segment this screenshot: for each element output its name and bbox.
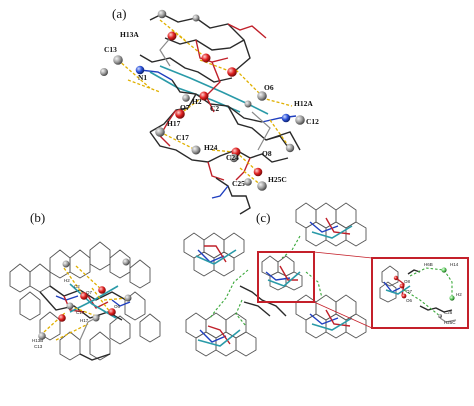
oxygen-atom	[80, 292, 88, 300]
oxygen-atom	[199, 91, 209, 101]
panel-c: (c)	[183, 202, 469, 357]
atom-label-c13: C13	[104, 45, 117, 54]
carbon-atom	[157, 9, 167, 19]
oxygen-atom	[393, 275, 399, 281]
panel-c-cluster-top-left	[183, 232, 245, 277]
carbon-atom	[192, 14, 200, 22]
atom-label-h24: H24	[204, 143, 218, 152]
carbon-atom	[100, 68, 108, 76]
panel-a-label: (a)	[112, 6, 126, 21]
panel-b-label: (b)	[30, 210, 45, 225]
atom-label-h25c: H25C	[268, 175, 287, 184]
panel-b: (b)	[9, 210, 161, 361]
oxygen-atom	[98, 286, 106, 294]
inset-label-o8: O8	[404, 279, 411, 284]
atom-label-o7: O7	[86, 290, 93, 295]
atom-label-h17: H17	[80, 318, 89, 323]
carbon-atom	[229, 153, 239, 163]
carbon-atom	[244, 100, 252, 108]
carbon-atom	[122, 258, 130, 266]
carbon-atom	[438, 314, 442, 318]
carbon-atom	[257, 91, 267, 101]
panel-b-atom-labels: H2 C2 O7 C17 H17 O6 H13B C13	[32, 278, 121, 349]
atom-label-h12a: H12A	[294, 99, 313, 108]
carbon-atom	[285, 143, 295, 153]
hydrogen-atom	[441, 267, 447, 273]
atom-label-o6: O6	[114, 304, 121, 309]
carbon-atom	[257, 181, 267, 191]
zoom-connector-top	[313, 251, 373, 259]
atom-label-h13b: H13B	[32, 338, 43, 343]
panel-b-atoms	[38, 258, 132, 340]
carbon-atom	[244, 178, 252, 186]
panel-b-ring-network	[9, 241, 161, 361]
inset-label-c25: C25	[444, 310, 453, 315]
zoom-region-frame	[257, 251, 315, 303]
atom-label-c17: C17	[176, 133, 189, 142]
zoom-connector-bottom	[313, 301, 373, 329]
carbon-atom	[62, 260, 70, 268]
atom-label-c2: C2	[210, 104, 219, 113]
panel-c-label: (c)	[256, 210, 270, 225]
panel-c-hydrogen-bond-chains	[209, 235, 323, 327]
atom-label-o8: O8	[262, 149, 272, 158]
atom-label-h2: H2	[64, 278, 70, 283]
oxygen-atom	[253, 167, 263, 177]
oxygen-atom	[175, 109, 185, 119]
panel-b-hydrogen-bonds	[43, 265, 129, 341]
panel-a-atom-labels: H13A C13 N1 O6 H2 O7 C2 H12A C12 H17 C17…	[104, 30, 319, 188]
carbon-atom	[113, 55, 123, 65]
panel-c-cluster-center	[239, 255, 303, 317]
nitrogen-atom	[135, 65, 145, 75]
atom-label-h13a: H13A	[120, 30, 139, 39]
panel-a: (a)	[100, 6, 319, 215]
panel-c-cluster-bottom-left	[185, 312, 257, 357]
inset-label-o7: O7	[406, 289, 413, 294]
atom-label-o6: O6	[264, 83, 274, 92]
carbon-atom	[38, 332, 46, 340]
atom-label-c12: C12	[306, 117, 319, 126]
atom-label-h17: H17	[167, 119, 181, 128]
panel-a-hydrogen-bonds	[117, 19, 293, 187]
inset-label-h6b: H6B	[424, 262, 433, 267]
nitrogen-atom	[281, 113, 291, 123]
carbon-atom	[182, 94, 190, 102]
oxygen-atom	[58, 314, 66, 322]
atom-label-c13: C13	[34, 344, 43, 349]
oxygen-atom	[401, 293, 407, 299]
atom-label-c24: C24	[226, 153, 239, 162]
oxygen-atom	[167, 31, 177, 41]
atom-label-o7: O7	[180, 103, 190, 112]
oxygen-atom	[399, 283, 405, 289]
carbon-atom	[124, 294, 132, 302]
atom-label-h2: H2	[192, 97, 202, 106]
carbon-atom	[155, 127, 165, 137]
oxygen-atom	[108, 308, 116, 316]
inset-frame	[371, 257, 469, 329]
inset-label-h2: H2	[456, 292, 462, 297]
panel-a-atoms	[100, 9, 305, 191]
inset-label-h14: H14	[450, 262, 459, 267]
oxygen-atom	[227, 67, 237, 77]
carbon-atom	[295, 115, 305, 125]
hydrogen-atom	[449, 295, 455, 301]
inset-label-o6: O6	[406, 298, 413, 303]
panel-c-inset: H6B H14 O8 O7 O6 H2 C25 H25C	[371, 257, 469, 329]
atom-label-c25: C25	[232, 179, 245, 188]
panel-a-skeleton	[139, 13, 301, 215]
oxygen-atom	[201, 53, 211, 63]
carbon-atom	[92, 314, 100, 322]
carbon-atom	[191, 145, 201, 155]
atom-label-c2: C2	[74, 284, 80, 289]
atom-label-n1: N1	[138, 73, 147, 82]
carbon-atom	[66, 302, 74, 310]
inset-label-h25c: H25C	[444, 320, 456, 325]
panel-c-cluster-top-right	[295, 202, 367, 247]
panel-c-cluster-bottom-right	[295, 294, 367, 339]
atom-label-c17: C17	[76, 310, 85, 315]
